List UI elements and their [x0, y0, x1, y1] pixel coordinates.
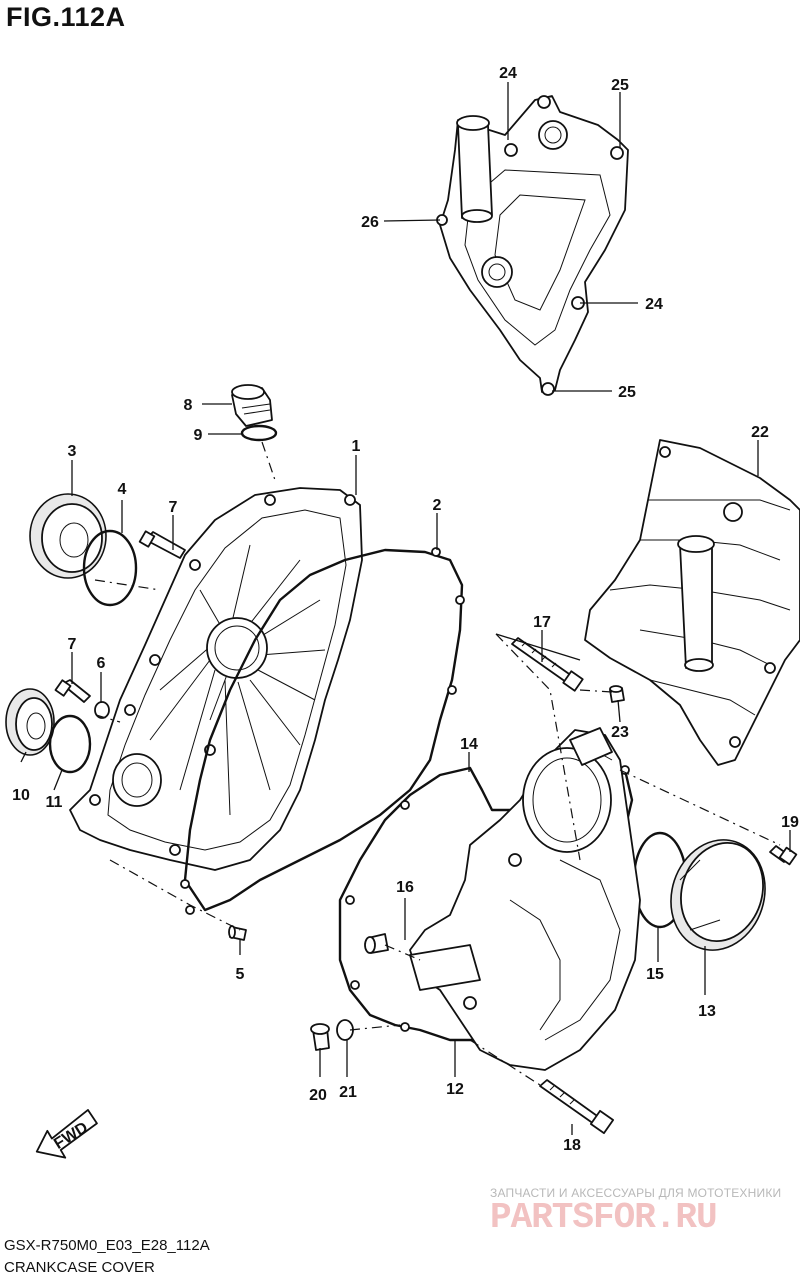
callout-6[interactable]: 6 — [97, 655, 106, 672]
callout-23[interactable]: 23 — [611, 724, 629, 741]
part-16-dowel[interactable] — [364, 933, 389, 954]
part-4-o-ring[interactable] — [82, 529, 138, 607]
fwd-arrow-icon: FWD — [35, 1109, 98, 1159]
callout-11[interactable]: 11 — [46, 794, 63, 811]
callout-16[interactable]: 16 — [396, 879, 414, 896]
center-lines — [94, 441, 781, 1086]
callout-26[interactable]: 26 — [361, 214, 379, 231]
callout-22[interactable]: 22 — [751, 424, 769, 441]
callout-25b[interactable]: 25 — [618, 384, 636, 401]
callout-4[interactable]: 4 — [118, 481, 127, 498]
part-7-bolt-lower[interactable] — [54, 679, 91, 703]
figure-name: CRANKCASE COVER — [4, 1259, 155, 1276]
callout-2[interactable]: 2 — [433, 497, 442, 514]
callout-17[interactable]: 17 — [533, 614, 551, 631]
part-20-bolt[interactable] — [310, 1023, 330, 1051]
watermark-caption: ЗАПЧАСТИ И АКСЕССУАРЫ ДЛЯ МОТОТЕХНИКИ — [490, 1186, 782, 1200]
callout-25a[interactable]: 25 — [611, 77, 629, 94]
model-code: GSX-R750M0_E03_E28_112A — [4, 1237, 210, 1254]
callout-numbers: 24 25 26 24 25 8 9 1 22 3 4 2 7 17 7 6 2… — [12, 65, 799, 1154]
callout-19[interactable]: 19 — [781, 814, 799, 831]
callout-20[interactable]: 20 — [309, 1087, 327, 1104]
leader-lines — [20, 82, 791, 1135]
part-2-gasket[interactable] — [180, 547, 465, 915]
callout-14[interactable]: 14 — [460, 736, 478, 753]
part-11-o-ring[interactable] — [48, 714, 92, 774]
part-19-bolt[interactable] — [769, 845, 798, 866]
part-9-o-ring[interactable] — [240, 424, 278, 442]
callout-7b[interactable]: 7 — [68, 636, 77, 653]
callout-24a[interactable]: 24 — [499, 65, 517, 82]
part-22-cover[interactable] — [584, 439, 800, 766]
callout-10[interactable]: 10 — [12, 787, 30, 804]
part-18-bolt[interactable] — [539, 1079, 615, 1135]
callout-21[interactable]: 21 — [339, 1084, 357, 1101]
figure-title: FIG.112A — [6, 2, 126, 32]
watermark-logo: PARTSFOR.RU — [490, 1197, 718, 1238]
part-8-filler-cap[interactable] — [231, 384, 273, 427]
callout-13[interactable]: 13 — [698, 1003, 716, 1020]
part-1-crankcase-cover[interactable] — [69, 487, 363, 871]
part-3-seal[interactable] — [29, 493, 107, 579]
part-5-dowel[interactable] — [228, 925, 247, 941]
callout-5[interactable]: 5 — [236, 966, 245, 983]
callout-9[interactable]: 9 — [194, 427, 203, 444]
callout-15[interactable]: 15 — [646, 966, 664, 983]
callout-24b[interactable]: 24 — [645, 296, 663, 313]
callout-18[interactable]: 18 — [563, 1137, 581, 1154]
part-23-dowel[interactable] — [609, 685, 625, 703]
part-26-plate[interactable] — [436, 95, 629, 396]
part-6-washer[interactable] — [94, 701, 110, 719]
callout-3[interactable]: 3 — [68, 443, 77, 460]
part-17-bolt[interactable] — [511, 637, 584, 692]
part-13-cap[interactable] — [657, 828, 779, 963]
callout-12[interactable]: 12 — [446, 1081, 464, 1098]
part-10-seal[interactable] — [5, 688, 55, 756]
part-12-cover[interactable] — [409, 727, 641, 1071]
callout-1[interactable]: 1 — [352, 438, 361, 455]
callout-7a[interactable]: 7 — [169, 499, 178, 516]
part-7-bolt-upper[interactable] — [138, 530, 186, 559]
callout-8[interactable]: 8 — [184, 397, 193, 414]
